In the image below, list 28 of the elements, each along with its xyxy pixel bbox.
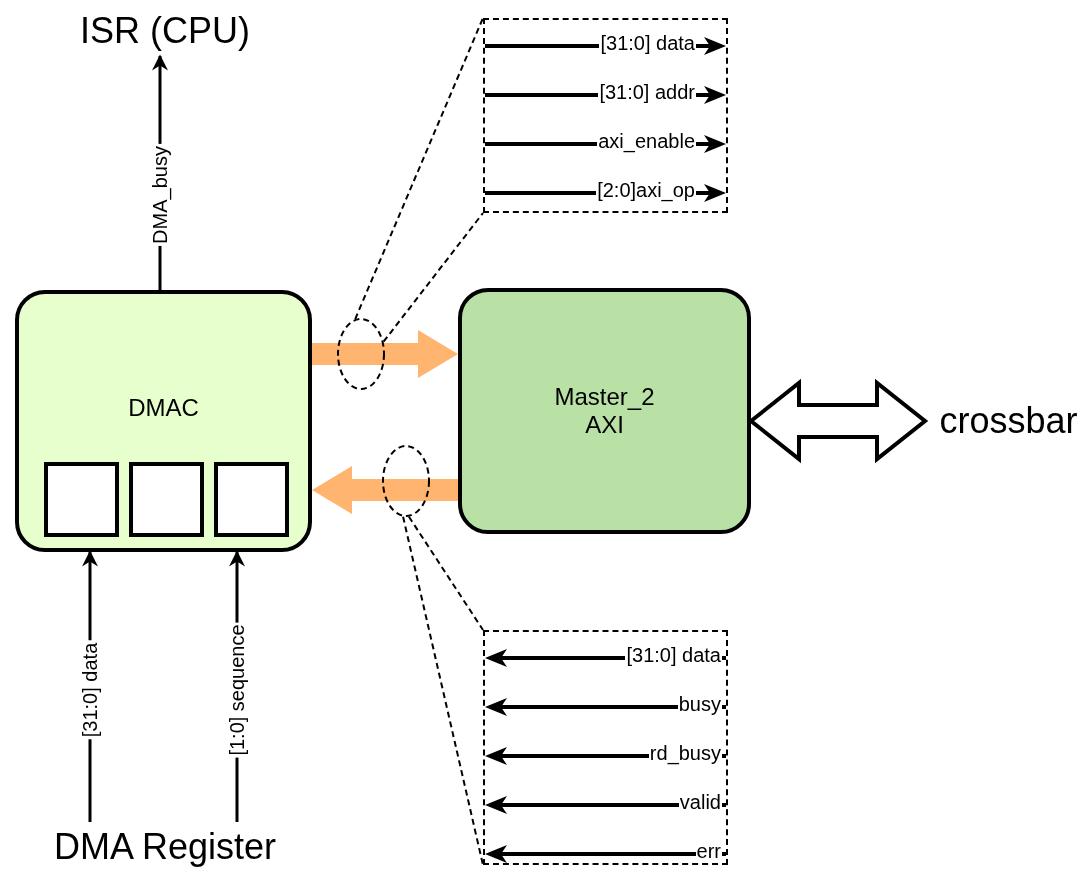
signal-label: [2:0]axi_op	[596, 179, 696, 201]
bus-arrow	[312, 330, 458, 378]
module-block	[458, 288, 751, 534]
bus-arrow	[312, 466, 458, 514]
leader-line	[354, 17, 484, 321]
module-label: Master_2 AXI	[553, 383, 656, 439]
module-block	[15, 290, 312, 552]
leader-line	[382, 212, 484, 343]
signal-label: [31:0] data	[625, 644, 722, 666]
edge-label: [1:0] sequence	[226, 622, 248, 758]
component-label: DMA Register	[25, 822, 305, 872]
signal-label: rd_busy	[648, 742, 722, 764]
signal-label: [31:0] data	[599, 32, 696, 54]
component-label: crossbar	[925, 396, 1092, 446]
edge-label: DMA_busy	[149, 144, 171, 246]
signal-box	[483, 630, 728, 865]
signal-label: axi_enable	[597, 130, 696, 152]
component-label: ISR (CPU)	[55, 6, 275, 56]
register-slot	[44, 462, 119, 537]
module-label: DMAC	[127, 394, 200, 422]
edge-label: [31:0] data	[79, 640, 101, 740]
register-slot	[129, 462, 204, 537]
leader-line	[402, 515, 484, 866]
signal-label: [31:0] addr	[598, 81, 696, 103]
signal-label: busy	[677, 693, 722, 715]
leader-line	[407, 515, 484, 631]
signal-box	[483, 18, 728, 213]
register-slot	[214, 462, 289, 537]
